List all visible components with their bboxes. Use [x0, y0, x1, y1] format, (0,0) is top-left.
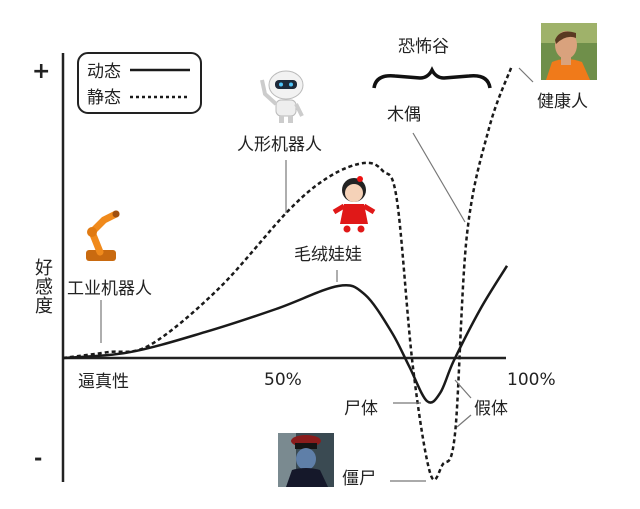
legend-dynamic-label: 动态	[87, 62, 121, 82]
series-static-line	[62, 66, 513, 481]
label-zombie: 僵尸	[342, 469, 376, 489]
label-corpse: 尸体	[344, 399, 378, 419]
label-humanoid-robot: 人形机器人	[237, 135, 322, 155]
legend-static-label: 静态	[87, 88, 121, 108]
series-dynamic-line	[62, 265, 509, 404]
x-tick-100: 100%	[507, 370, 556, 390]
label-industrial-robot: 工业机器人	[67, 279, 152, 299]
label-puppet: 木偶	[387, 105, 421, 125]
label-plush-doll: 毛绒娃娃	[294, 245, 362, 265]
plush-doll-icon	[332, 176, 376, 233]
leader-prosthesis-1	[454, 379, 472, 399]
x-axis-label: 逼真性	[78, 372, 129, 392]
leader-puppet	[412, 132, 466, 223]
leader-healthy	[518, 67, 534, 83]
uncanny-valley-label: 恐怖谷	[398, 37, 449, 57]
zombie-photo-icon	[278, 433, 334, 487]
y-minus-marker: -	[34, 446, 42, 470]
leader-prosthesis-2	[456, 414, 472, 428]
healthy-person-photo-icon	[541, 23, 597, 80]
leader-lines	[100, 67, 534, 482]
y-axis-label: 好感度	[32, 258, 53, 315]
humanoid-robot-icon	[260, 70, 304, 123]
x-tick-50: 50%	[264, 370, 302, 390]
legend-box	[77, 52, 202, 114]
industrial-robot-arm-icon	[86, 210, 120, 261]
curly-brace	[372, 66, 492, 89]
label-healthy-person: 健康人	[537, 92, 588, 112]
y-plus-marker: +	[32, 59, 50, 84]
label-prosthesis: 假体	[474, 399, 508, 419]
